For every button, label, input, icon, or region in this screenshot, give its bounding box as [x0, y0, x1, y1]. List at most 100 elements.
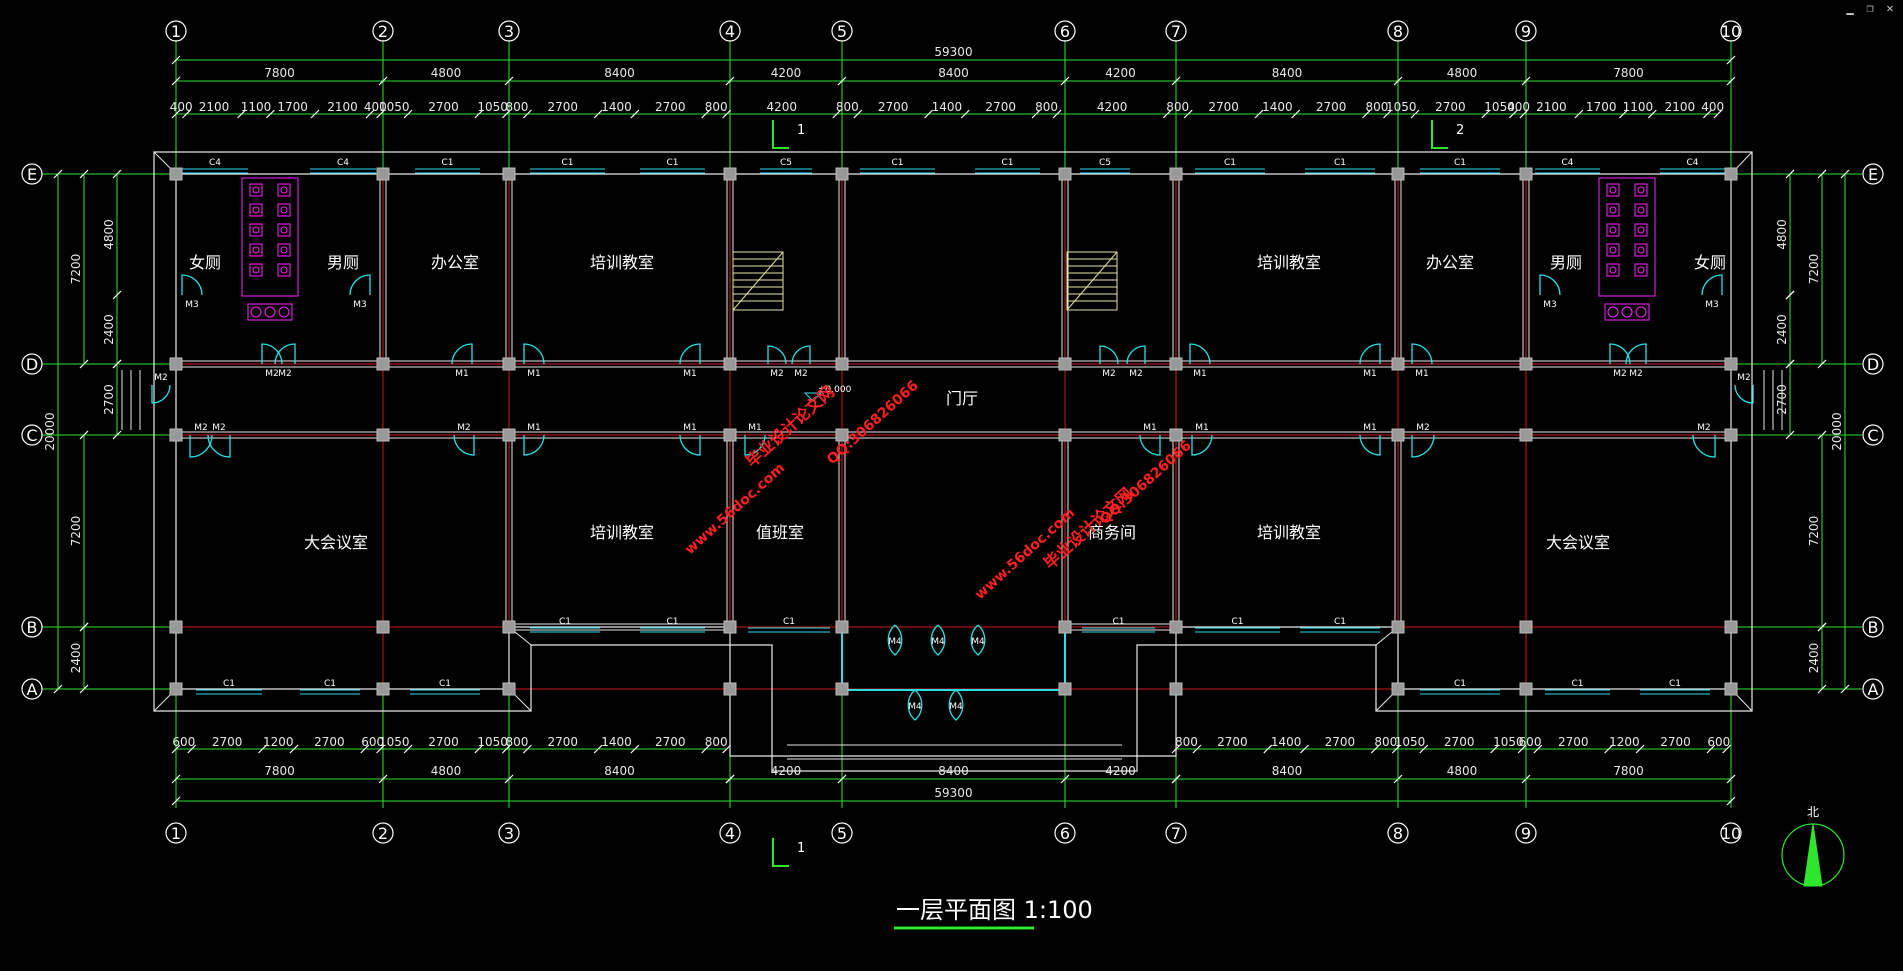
- dim-top-detail-text: 400: [1507, 100, 1530, 114]
- axis-bubble-top-4-circle: [719, 20, 741, 42]
- entrance-vestibule: [841, 627, 1066, 691]
- door-swing: [274, 343, 296, 365]
- dim-bottom-detail-left-tick: [630, 744, 640, 754]
- dim-bottom-detail-left-text: 800: [505, 735, 528, 749]
- door-swing: [1189, 343, 1211, 365]
- minimize-button[interactable]: ▁: [1846, 1, 1854, 15]
- dim-left-lower-tick: [79, 430, 89, 440]
- axis-bubble-top-3-label: 3: [504, 22, 514, 41]
- dim-bottom-detail-right-text: 600: [1707, 735, 1730, 749]
- column: [502, 428, 516, 442]
- window-tag: C4: [1686, 158, 1698, 168]
- dim-top-detail-tick: [1383, 109, 1392, 119]
- axis-bubble-right-D-label: D: [1867, 355, 1879, 374]
- door-swing: [1099, 345, 1119, 365]
- door-swing: [1359, 434, 1381, 456]
- toilet-stall: [277, 223, 291, 237]
- column: [169, 357, 183, 371]
- dim-top-detail-tick: [182, 109, 191, 119]
- axis-bubble-left-E-label: E: [27, 165, 37, 184]
- fixtures: [241, 177, 1656, 321]
- window-tag: C1: [666, 617, 678, 627]
- axis-bubble-left-C-circle: [21, 424, 43, 446]
- door-tag: M2: [265, 369, 279, 379]
- axis-bubble-bottom-2-label: 2: [378, 824, 388, 843]
- window-tag: C1: [783, 617, 795, 627]
- dim-left-lower-text: 7200: [69, 516, 83, 547]
- dim-top-detail-text: 2100: [1665, 100, 1696, 114]
- door-swing: [1539, 274, 1561, 296]
- column: [502, 357, 516, 371]
- axis-bubble-left-E-circle: [21, 163, 43, 185]
- axis-bubble-right-E-label: E: [1868, 165, 1878, 184]
- door-m4-tag: M4: [971, 637, 985, 647]
- toilet-bowl: [1637, 266, 1645, 274]
- dim-bottom-detail-right-tick: [1533, 744, 1543, 754]
- toilet-bowl: [252, 186, 260, 194]
- window-tag: C4: [209, 158, 221, 168]
- dim-top-bays-text: 8400: [938, 66, 969, 80]
- door-swing: [1609, 343, 1631, 365]
- dim-top-detail-tick: [1031, 109, 1041, 119]
- toilet-bowl: [1609, 266, 1617, 274]
- axis-bubble-left-D-circle: [21, 353, 43, 375]
- dim-top-bays-tick: [1521, 76, 1531, 86]
- dim-right-total-tick: [1840, 169, 1850, 179]
- dim-top-detail-tick: [701, 109, 711, 119]
- window-tag: C1: [891, 158, 903, 168]
- column: [1519, 428, 1533, 442]
- column: [169, 620, 183, 634]
- toilet-stall: [249, 183, 263, 197]
- axis-bubble-bottom-7-circle: [1165, 822, 1187, 844]
- dim-bottom-detail-left-tick: [360, 744, 370, 754]
- columns: [169, 167, 1738, 696]
- dim-left-total-tick: [53, 169, 63, 179]
- column: [1391, 357, 1405, 371]
- toilet-stall: [1634, 223, 1648, 237]
- door-tag: M2: [1102, 369, 1116, 379]
- dim-bottom-detail-left-text: 1200: [263, 735, 294, 749]
- axis-bubble-top-7-circle: [1165, 20, 1187, 42]
- room-label: 男厕: [1550, 253, 1582, 272]
- dim-bottom-detail-right-text: 1050: [1493, 735, 1524, 749]
- dim-top-detail-text: 2700: [548, 100, 579, 114]
- dim-top-detail-text: 4200: [1097, 100, 1128, 114]
- axis-bubble-right-D-circle: [1862, 353, 1884, 375]
- column: [1519, 620, 1533, 634]
- axis-bubble-top-10-label: 10: [1721, 22, 1741, 41]
- door-tag: M2: [1697, 423, 1711, 433]
- dim-bottom-detail-right-text: 2700: [1444, 735, 1475, 749]
- room-label: 培训教室: [1257, 253, 1321, 272]
- dim-bottom-detail-left-tick: [258, 744, 267, 754]
- dim-bottom-detail-left-text: 2700: [314, 735, 345, 749]
- close-button[interactable]: ✕: [1886, 1, 1894, 15]
- wash-counter: [1604, 303, 1650, 321]
- dim-bottom-detail-right-tick: [1300, 744, 1309, 754]
- restore-button[interactable]: ❐: [1866, 1, 1874, 15]
- dim-bottom-detail-right-tick: [1604, 744, 1614, 754]
- column: [376, 620, 390, 634]
- dim-bottom-detail-left-text: 800: [705, 735, 728, 749]
- column: [1169, 167, 1183, 181]
- dim-top-detail-text: 2100: [1536, 100, 1567, 114]
- dim-top-bays-tick: [1171, 76, 1181, 86]
- wash-basin: [1621, 306, 1633, 318]
- window-tag: C1: [559, 617, 571, 627]
- toilet-bowl: [1609, 226, 1617, 234]
- watermark-text: QQ:306826066: [1097, 438, 1195, 528]
- dim-top-detail-text: 2700: [985, 100, 1016, 114]
- dim-top-detail-tick: [1619, 109, 1628, 119]
- dim-bottom-center-tick: [837, 774, 847, 784]
- door-tag: M3: [1705, 300, 1719, 310]
- dim-right-bottom-text: 2400: [1807, 643, 1821, 674]
- window-tag: C1: [441, 158, 453, 168]
- toilet-bowl: [1609, 206, 1617, 214]
- dim-bottom-detail-right-tick: [1722, 744, 1732, 754]
- door-tag: M1: [527, 369, 541, 379]
- dim-top-detail-tick: [1162, 109, 1172, 119]
- dim-left-corridor-tick: [112, 430, 122, 440]
- door-tag: M1: [1143, 423, 1157, 433]
- section-mark: [1431, 120, 1448, 149]
- walls: [121, 151, 1783, 772]
- toilet-stall: [1634, 243, 1648, 257]
